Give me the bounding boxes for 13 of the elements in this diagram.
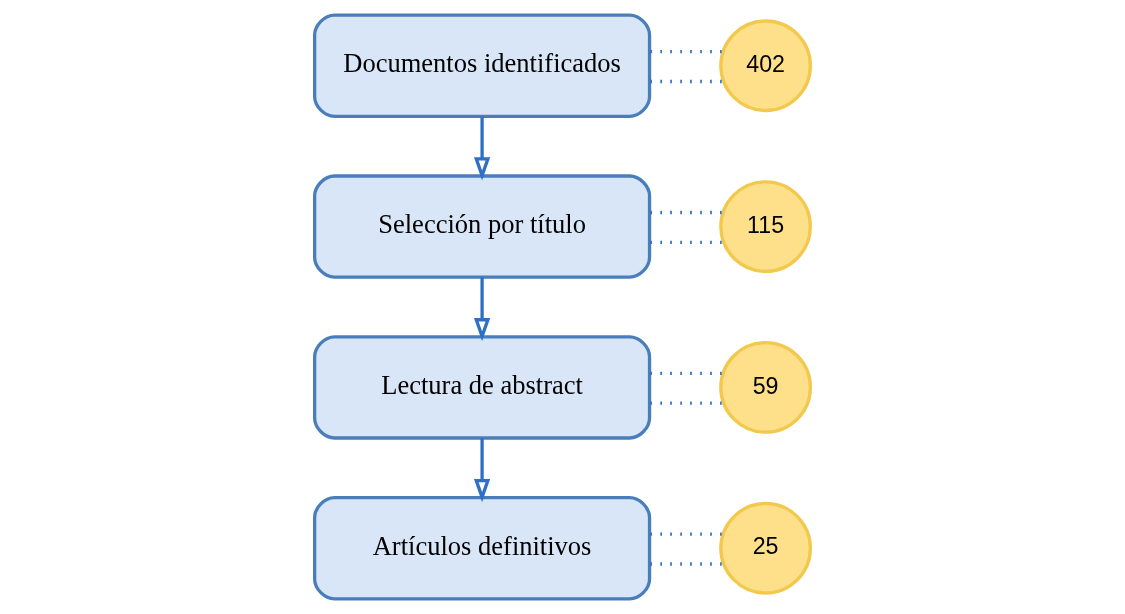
node-circle: 59 — [719, 341, 813, 434]
node-box: Selección por título — [312, 174, 652, 279]
node-box: Artículos definitivos — [312, 496, 652, 601]
node-box: Lectura de abstract — [312, 335, 652, 440]
arrow — [473, 438, 491, 503]
arrow — [473, 116, 491, 181]
node-circle: 115 — [719, 180, 813, 273]
connector — [650, 79, 724, 84]
node-circle: 402 — [719, 19, 813, 113]
node-box: Documentos identificados — [312, 13, 652, 118]
node-circle: 25 — [719, 501, 813, 595]
arrow — [473, 277, 491, 342]
connector — [650, 210, 724, 215]
